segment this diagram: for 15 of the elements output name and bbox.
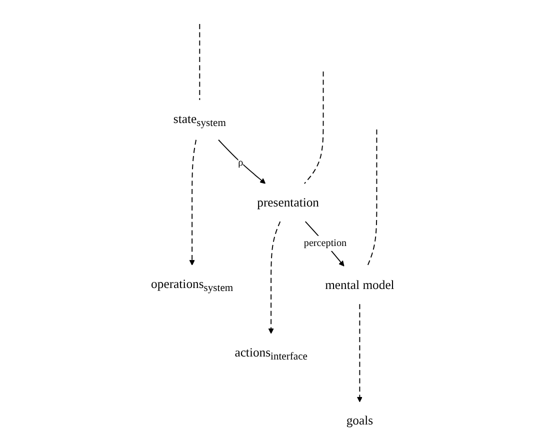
connector [304, 71, 324, 184]
arrow [268, 221, 280, 334]
connector [198, 24, 200, 100]
arrow [189, 139, 196, 266]
node-text: actions$_{interface}$ [234, 346, 308, 362]
node-text: presentation [256, 196, 319, 210]
arrow [356, 304, 362, 402]
node-text: mental model [324, 278, 394, 292]
edge-label: ρ [238, 157, 244, 168]
edge-label: perception [304, 238, 346, 248]
node-text: operations$_{system}$ [150, 277, 233, 294]
node-text: goals [346, 414, 373, 428]
arrow [218, 139, 266, 184]
node-text: state$_{system}$ [173, 112, 226, 129]
connector [366, 128, 377, 267]
